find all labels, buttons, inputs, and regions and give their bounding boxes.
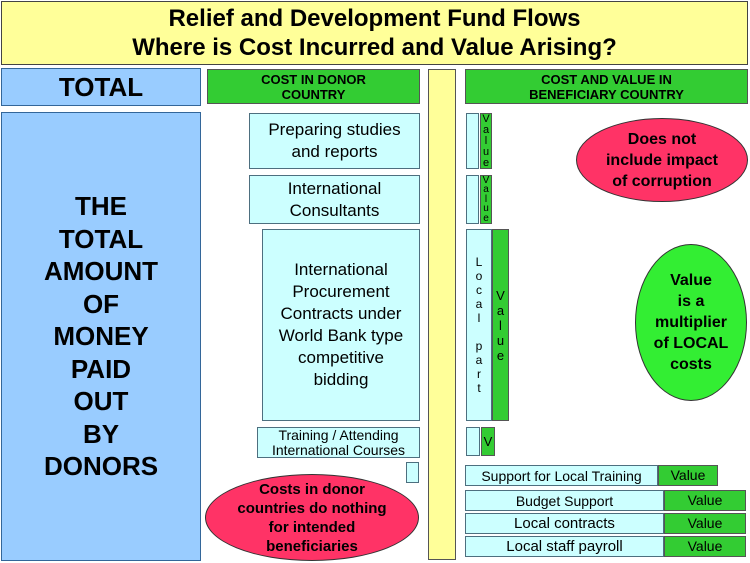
procurement-line: competitive (298, 348, 384, 367)
value-letter: V (496, 287, 505, 303)
local-row-value: Value (664, 536, 746, 557)
multiplier-note-line: Value (670, 272, 712, 289)
local-part-letter: l (477, 311, 481, 325)
value-letter: l (484, 134, 488, 147)
value-letter: u (496, 332, 505, 348)
corruption-note-line: include impact (605, 151, 719, 169)
value-letter: l (484, 193, 488, 205)
international-consultants-box: International Consultants (249, 175, 420, 224)
local-part-letter: a (475, 353, 483, 367)
donor-costs-note-line: Costs in donor (259, 480, 365, 498)
title-line-2: Where is Cost Incurred and Value Arising… (132, 34, 617, 61)
local-part-column: L o c a l p a r t (466, 229, 492, 421)
total-desc-line: TOTAL (58, 223, 144, 254)
training-local-sliver (466, 427, 480, 456)
training-line-2: International Courses (271, 441, 406, 458)
local-part-letter: r (477, 367, 481, 381)
local-part-letter: t (477, 381, 481, 395)
value-letter: l (499, 317, 502, 333)
international-procurement-box: International Procurement Contracts unde… (262, 229, 420, 421)
procurement-line: International (294, 260, 388, 279)
value-letter: e (483, 212, 489, 224)
small-cost-box (406, 462, 419, 483)
beneficiary-header-line-1: COST AND VALUE IN (541, 71, 672, 87)
total-desc-line: BY (82, 418, 120, 449)
procurement-line: Contracts under (280, 304, 402, 323)
total-desc-line: THE (75, 191, 127, 222)
total-header: TOTAL (1, 68, 201, 106)
procurement-value-column: V a l u e (492, 229, 509, 421)
value-letter: u (482, 145, 490, 158)
corruption-note-line: of corruption (612, 172, 712, 190)
total-description: THE TOTAL AMOUNT OF MONEY PAID OUT BY DO… (1, 112, 201, 561)
studies-local-sliver (466, 113, 479, 169)
local-row-label: Local contracts (465, 513, 664, 534)
local-part-letter: c (476, 283, 482, 297)
multiplier-note-line: of LOCAL (653, 335, 729, 352)
total-desc-line: PAID (70, 353, 132, 384)
procurement-line: Procurement (292, 282, 390, 301)
title-line-1: Relief and Development Fund Flows (168, 5, 581, 32)
local-row-value: Value (664, 490, 746, 511)
local-part-letter: o (475, 269, 483, 283)
local-part-letter: a (475, 297, 483, 311)
donor-country-header: COST IN DONOR COUNTRY (207, 69, 420, 104)
value-letter: e (496, 347, 505, 363)
donor-costs-note: Costs in donor countries do nothing for … (205, 474, 419, 561)
consultants-local-sliver (466, 175, 479, 224)
donor-header-line-2: COUNTRY (281, 86, 346, 102)
divider-bar (428, 69, 456, 560)
consultants-line-1: International (287, 178, 382, 198)
value-letter: a (482, 123, 490, 136)
donor-costs-note-line: for intended (268, 518, 356, 536)
value-letter: u (483, 203, 489, 215)
consultants-value-column: V a l u e (480, 175, 492, 224)
value-letter: e (482, 156, 490, 169)
training-line-1: Training / Attending (278, 426, 399, 443)
multiplier-note-line: multiplier (654, 314, 727, 331)
donor-header-line-1: COST IN DONOR (261, 71, 366, 87)
local-row-label: Budget Support (465, 490, 664, 511)
local-part-letter: p (475, 339, 483, 353)
training-value-column: V (481, 427, 495, 456)
preparing-studies-box: Preparing studies and reports (249, 113, 420, 169)
multiplier-note: Value is a multiplier of LOCAL costs (635, 244, 747, 401)
procurement-line: World Bank type (278, 326, 404, 345)
total-desc-line: DONORS (43, 451, 159, 482)
multiplier-note-line: costs (670, 356, 712, 373)
total-desc-line: OUT (73, 386, 129, 417)
local-row-value: Value (664, 513, 746, 534)
diagram-title: Relief and Development Fund Flows Where … (1, 1, 748, 65)
donor-costs-note-line: countries do nothing (237, 499, 387, 517)
value-letter: V (482, 174, 490, 186)
training-courses-box: Training / Attending International Cours… (257, 427, 420, 458)
local-row-value: Value (658, 465, 718, 486)
total-desc-line: MONEY (53, 321, 149, 352)
beneficiary-country-header: COST AND VALUE IN BENEFICIARY COUNTRY (465, 69, 748, 104)
value-letter: a (483, 184, 489, 196)
total-desc-line: AMOUNT (43, 256, 159, 287)
total-desc-line: OF (82, 288, 120, 319)
studies-value-column: V a l u e (480, 113, 492, 169)
beneficiary-header-line-2: BENEFICIARY COUNTRY (529, 86, 684, 102)
studies-line-1: Preparing studies (268, 120, 401, 139)
local-row-label: Support for Local Training (465, 465, 658, 486)
multiplier-note-line: is a (677, 293, 705, 310)
donor-costs-note-line: beneficiaries (266, 537, 358, 555)
corruption-note-line: Does not (627, 130, 697, 148)
local-part-letter: L (475, 255, 483, 269)
consultants-line-2: Consultants (289, 200, 380, 220)
corruption-note: Does not include impact of corruption (576, 118, 748, 202)
studies-line-2: and reports (291, 142, 378, 161)
procurement-line: bidding (313, 370, 369, 389)
local-row-label: Local staff payroll (465, 536, 664, 557)
value-letter: a (496, 302, 505, 318)
value-letter: V (482, 112, 490, 125)
